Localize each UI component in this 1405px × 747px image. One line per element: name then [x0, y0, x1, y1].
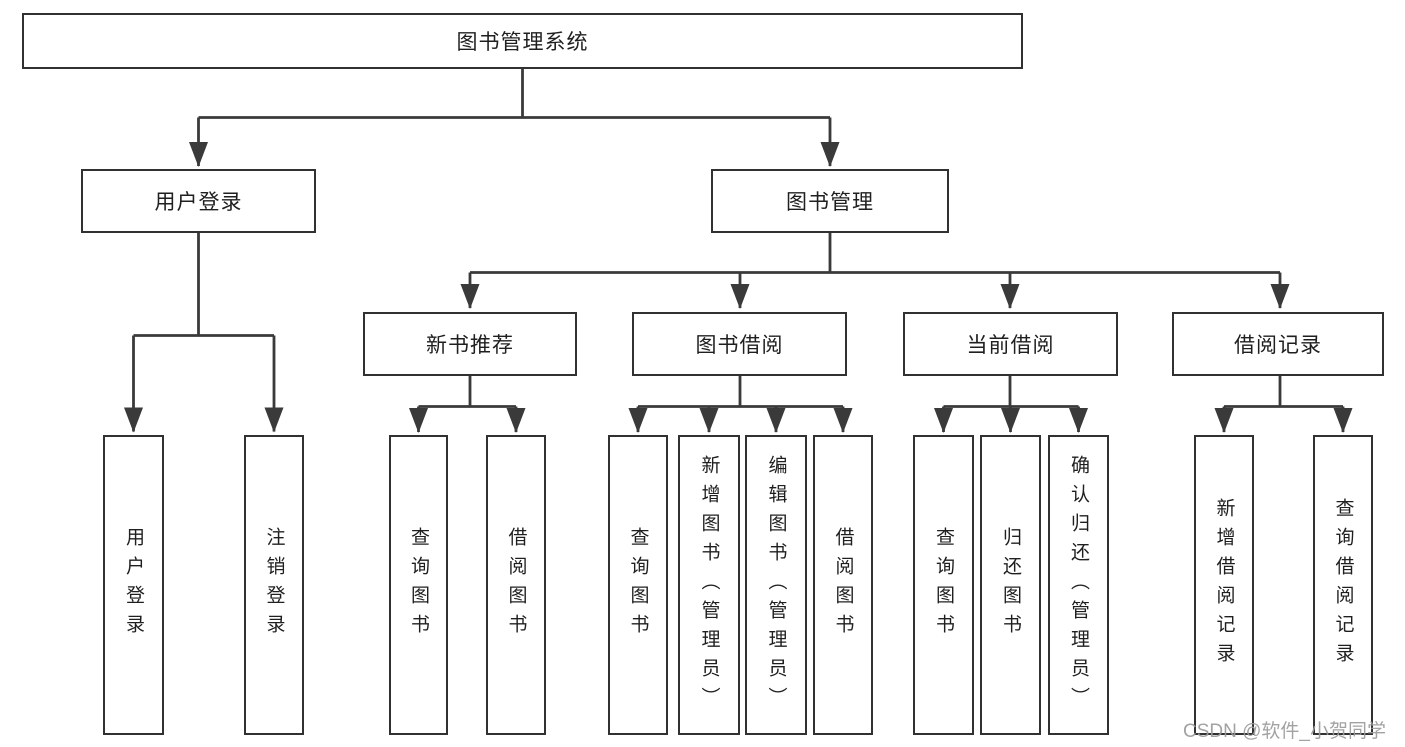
connector-user-login-to-leaves [124, 233, 284, 433]
node-leaf-query-books-borrow: 查询图书 [608, 435, 668, 735]
node-module-current-borrow: 当前借阅 [903, 312, 1118, 376]
leaf-label: 归还图书 [1000, 527, 1021, 643]
node-leaf-borrow-books-recommend: 借阅图书 [486, 435, 546, 735]
node-leaf-query-borrow-record: 查询借阅记录 [1313, 435, 1373, 735]
leaf-label: 借阅图书 [505, 527, 527, 643]
node-leaf-query-books-recommend: 查询图书 [389, 435, 448, 735]
node-module-book-borrow: 图书借阅 [632, 312, 847, 376]
connector-root-to-branches [189, 68, 840, 167]
leaf-label: 注销登录 [263, 527, 285, 643]
node-leaf-borrow-books: 借阅图书 [813, 435, 873, 735]
node-leaf-logout: 注销登录 [244, 435, 304, 735]
node-leaf-confirm-return-admin: 确认归还（管理员） [1048, 435, 1109, 735]
node-leaf-edit-books-admin: 编辑图书（管理员） [745, 435, 807, 735]
connector-new-book-recommend-to-leaves [409, 376, 526, 433]
connector-borrow-records-to-leaves [1214, 376, 1353, 433]
leaf-label: 借阅图书 [832, 527, 854, 643]
node-leaf-user-login: 用户登录 [103, 435, 164, 735]
leaf-label: 编辑图书（管理员） [765, 454, 787, 716]
leaf-label: 查询图书 [627, 527, 649, 643]
node-leaf-query-books-current: 查询图书 [913, 435, 974, 735]
leaf-label: 用户登录 [123, 527, 144, 643]
node-leaf-add-borrow-record: 新增借阅记录 [1194, 435, 1254, 735]
node-leaf-return-books: 归还图书 [980, 435, 1041, 735]
watermark-text: CSDN @软件_小贺同学 [1183, 721, 1386, 742]
connector-current-borrow-to-leaves [934, 376, 1088, 433]
node-module-borrow-records: 借阅记录 [1172, 312, 1384, 376]
leaf-label: 查询图书 [408, 527, 429, 643]
node-leaf-add-books-admin: 新增图书（管理员） [678, 435, 740, 735]
node-branch-user-login: 用户登录 [81, 169, 316, 233]
leaf-label: 查询借阅记录 [1332, 498, 1354, 672]
leaf-label: 确认归还（管理员） [1068, 454, 1089, 716]
leaf-label: 查询图书 [933, 527, 954, 643]
leaf-label: 新增图书（管理员） [698, 454, 720, 716]
node-module-new-book-recommend: 新书推荐 [363, 312, 577, 376]
connector-book-borrow-to-leaves [628, 376, 853, 433]
leaf-label: 新增借阅记录 [1213, 498, 1235, 672]
node-root: 图书管理系统 [22, 13, 1023, 69]
connector-book-management-to-modules [460, 233, 1290, 309]
node-branch-book-management: 图书管理 [711, 169, 949, 233]
